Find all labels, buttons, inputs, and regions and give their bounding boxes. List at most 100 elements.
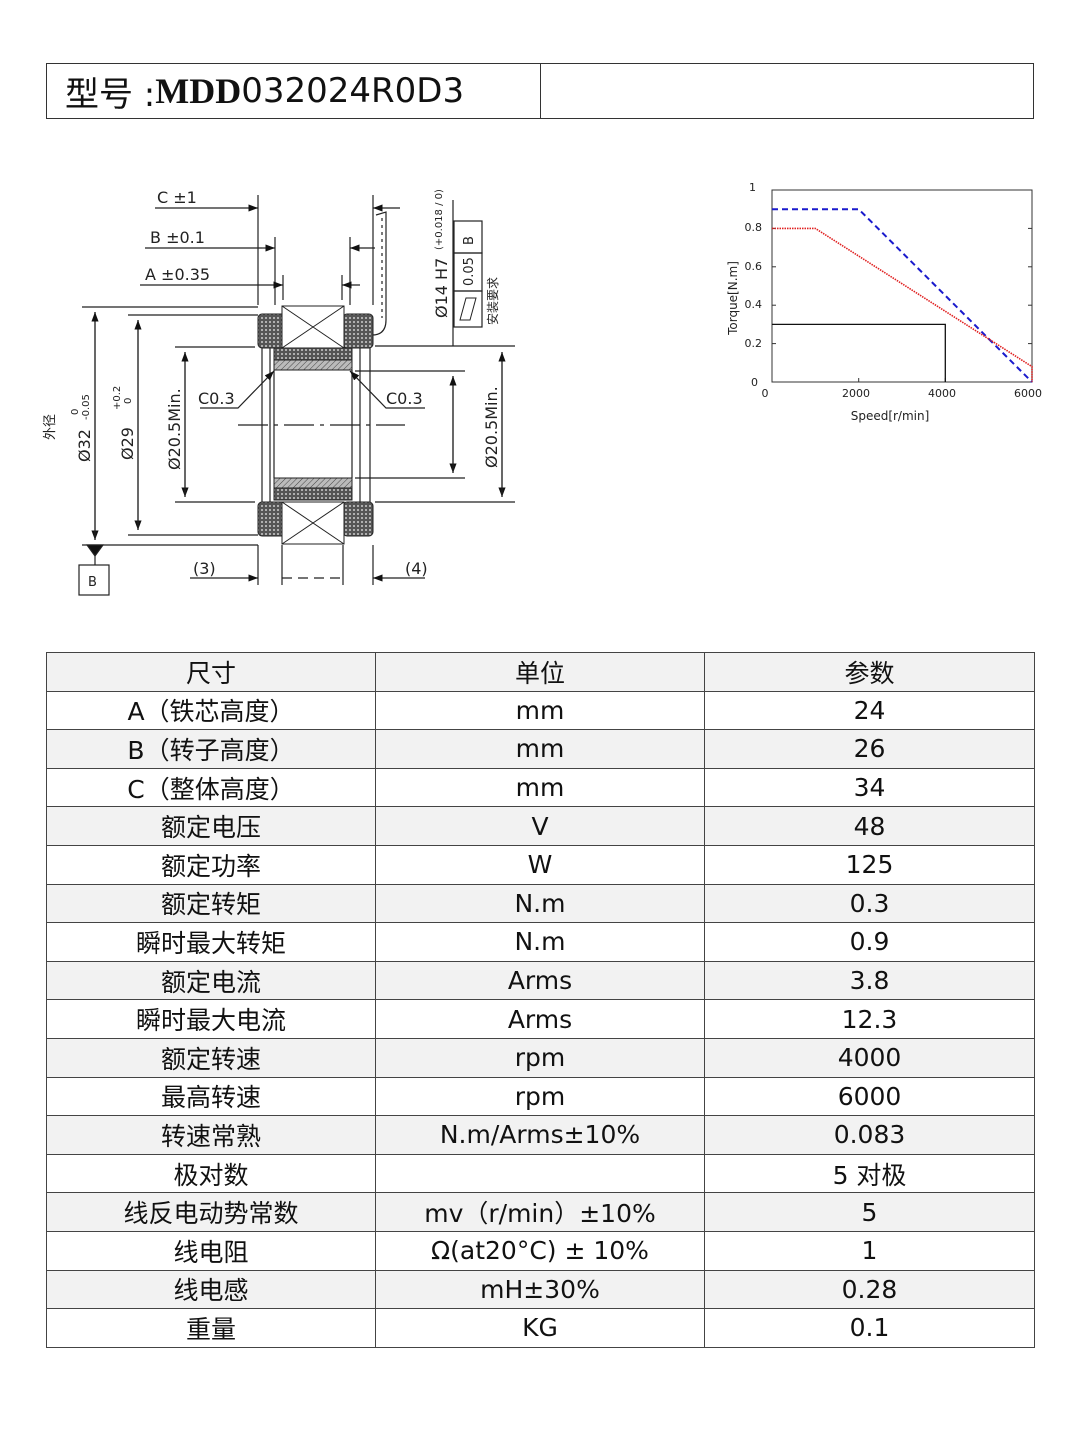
- datum-b-label: B: [88, 575, 97, 590]
- row-unit: W: [375, 844, 705, 885]
- row-label: 线电阻: [46, 1230, 376, 1271]
- row-label: 额定转速: [46, 1037, 376, 1078]
- row-unit: mm: [375, 690, 705, 731]
- d29-tol-upper: +0.2: [112, 386, 123, 410]
- outer-diameter-value: Ø32: [75, 429, 94, 462]
- series-rated-region: [772, 323, 946, 382]
- dim-a-label: A ±0.35: [145, 265, 210, 284]
- row-label: 额定电流: [46, 960, 376, 1001]
- d29-tol-lower: 0: [123, 398, 134, 404]
- row-unit: mH±30%: [375, 1269, 705, 1310]
- row-value: 0.9: [704, 922, 1035, 962]
- chamfer-right-label: C0.3: [386, 389, 423, 408]
- outer-tol-lower: -0.05: [81, 394, 92, 420]
- row-unit: mm: [375, 729, 705, 769]
- row-label: 转速常熟: [46, 1115, 376, 1155]
- row-label: C（整体高度）: [46, 767, 376, 808]
- xtick-2000: 2000: [842, 387, 870, 400]
- model-prefix: MDD: [155, 71, 242, 111]
- row-value: 125: [704, 844, 1035, 885]
- series-continuous-limit: [772, 227, 1033, 382]
- row-label: 瞬时最大转矩: [46, 922, 376, 962]
- dim-c-label: C ±1: [157, 188, 197, 207]
- ytick-1: 1: [749, 181, 756, 194]
- row-unit: rpm: [375, 1076, 705, 1117]
- row-value: 0.1: [704, 1308, 1035, 1348]
- outer-tol-upper: 0: [70, 409, 81, 415]
- tol-frame-datum: B: [462, 236, 477, 245]
- y-axis-label: Torque[N.m]: [726, 261, 740, 336]
- row-value: 1: [704, 1230, 1035, 1271]
- header-parameter: 参数: [704, 652, 1035, 692]
- row-label: 额定转矩: [46, 883, 376, 924]
- model-title: 型号 : MDD 032024R0D3: [47, 64, 541, 118]
- ytick-0-6: 0.6: [745, 260, 763, 273]
- model-label: 型号 :: [65, 74, 156, 115]
- chamfer-left-label: C0.3: [198, 389, 235, 408]
- runout-symbol-icon: [459, 297, 477, 321]
- row-value: 0.3: [704, 883, 1035, 924]
- row-unit: Ω(at20°C) ± 10%: [375, 1230, 705, 1271]
- d20-5-left: Ø20.5Min.: [165, 388, 184, 470]
- xtick-0: 0: [762, 387, 769, 400]
- ytick-0-2: 0.2: [745, 337, 763, 350]
- bore-tolerance: (+0.018 / 0): [434, 189, 445, 250]
- install-note: 安装要求: [485, 277, 500, 325]
- row-value: 12.3: [704, 999, 1035, 1039]
- header-unit: 单位: [375, 652, 705, 692]
- table-row: 极对数 5 对极: [46, 1153, 1035, 1194]
- d29-value: Ø29: [118, 427, 137, 460]
- d20-5-right: Ø20.5Min.: [482, 386, 501, 468]
- dim-3-label: (3): [193, 559, 216, 578]
- row-unit: [375, 1153, 705, 1194]
- row-value: 0.28: [704, 1269, 1035, 1310]
- row-value: 4000: [704, 1037, 1035, 1078]
- ytick-0-4: 0.4: [745, 298, 763, 311]
- row-value: 3.8: [704, 960, 1035, 1001]
- row-unit: N.m: [375, 922, 705, 962]
- row-unit: rpm: [375, 1037, 705, 1078]
- row-label: 线电感: [46, 1269, 376, 1310]
- plot-frame: [771, 189, 1033, 383]
- torque-speed-chart: 0 0.2 0.4 0.6 0.8 1 0 2000 4000 6000 Spe…: [726, 181, 1042, 423]
- technical-drawing: C ±1 B ±0.1 A ±0.35 C0.3 C0.3 B (3) (4) …: [43, 188, 515, 596]
- row-label: A（铁芯高度）: [46, 690, 376, 731]
- xtick-4000: 4000: [928, 387, 956, 400]
- row-value: 48: [704, 806, 1035, 846]
- row-value: 24: [704, 690, 1035, 731]
- outer-diameter-label: 外径: [43, 414, 58, 440]
- row-unit: N.m/Arms±10%: [375, 1115, 705, 1155]
- row-value: 0.083: [704, 1115, 1035, 1155]
- row-label: 瞬时最大电流: [46, 999, 376, 1039]
- row-unit: KG: [375, 1308, 705, 1348]
- row-label: 重量: [46, 1308, 376, 1348]
- x-axis-label: Speed[r/min]: [851, 409, 930, 423]
- ytick-0: 0: [751, 376, 758, 389]
- row-unit: mv（r/min）±10%: [375, 1192, 705, 1232]
- title-right-cell: [541, 64, 1033, 118]
- row-label: 极对数: [46, 1153, 376, 1194]
- row-unit: V: [375, 806, 705, 846]
- row-value: 5 对极: [704, 1153, 1035, 1194]
- row-label: 线反电动势常数: [46, 1192, 376, 1232]
- table-header-row: 尺寸 单位 参数: [46, 652, 1035, 692]
- tol-frame-value: 0.05: [462, 257, 477, 286]
- ytick-0-8: 0.8: [745, 221, 763, 234]
- model-code: 032024R0D3: [241, 71, 465, 111]
- row-value: 6000: [704, 1076, 1035, 1117]
